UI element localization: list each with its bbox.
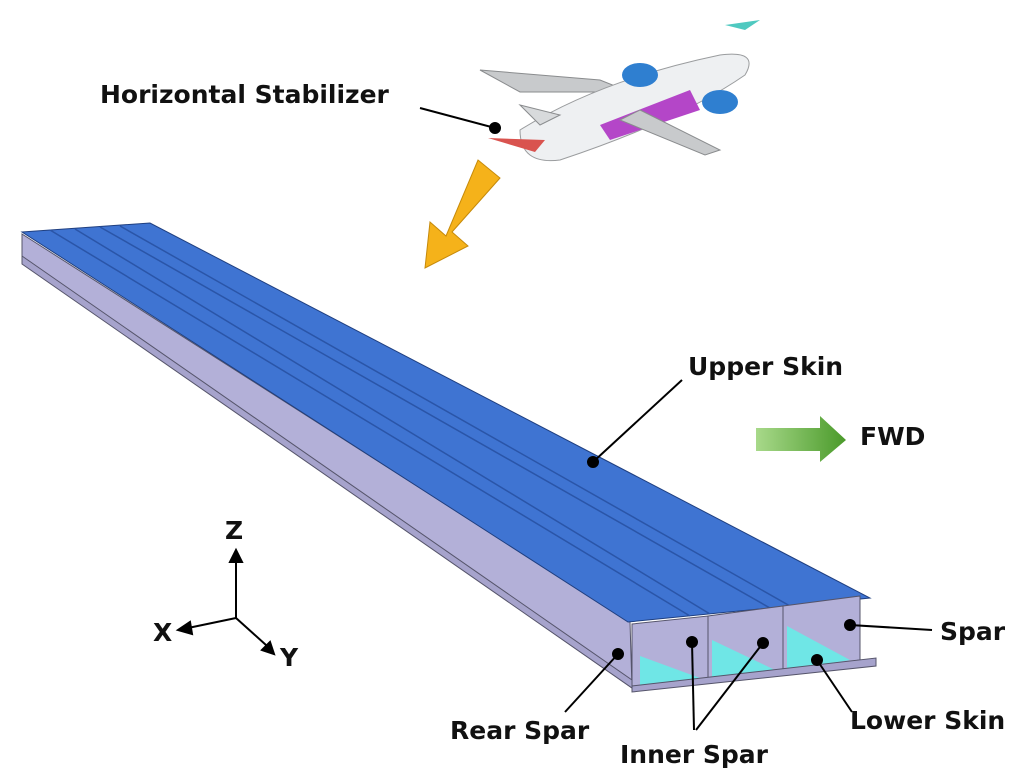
label-rear-spar: Rear Spar [450, 716, 590, 745]
label-horizontal-stabilizer: Horizontal Stabilizer [100, 80, 389, 109]
label-upper-skin: Upper Skin [688, 352, 844, 381]
fwd-arrow-icon [756, 416, 846, 462]
axis-y-label: Y [280, 643, 299, 672]
airplane-icon [479, 20, 760, 162]
orange-arrow-icon [424, 159, 501, 269]
leader-lines [419, 107, 933, 731]
label-inner-spar: Inner Spar [620, 740, 768, 769]
coordinate-axes-icon [175, 547, 276, 656]
axis-x-label: X [153, 618, 173, 647]
label-spar: Spar [940, 617, 1006, 646]
axis-z-label: Z [225, 516, 244, 545]
label-fwd: FWD [860, 422, 926, 451]
label-lower-skin: Lower Skin [850, 706, 1006, 735]
upper-skin-surface [20, 222, 872, 623]
stabilizer-box [20, 222, 877, 693]
